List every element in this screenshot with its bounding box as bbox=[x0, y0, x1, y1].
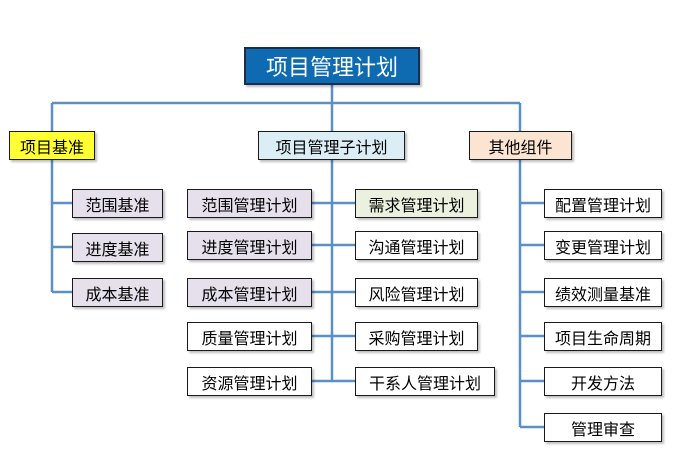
plan-risk-management: 风险管理计划 bbox=[355, 278, 478, 307]
plan-procurement-management: 采购管理计划 bbox=[355, 322, 478, 351]
plan-cost-management: 成本管理计划 bbox=[187, 278, 312, 307]
plan-scope-management: 范围管理计划 bbox=[187, 189, 312, 218]
plan-requirements-management: 需求管理计划 bbox=[355, 189, 478, 218]
plan-stakeholder-management: 干系人管理计划 bbox=[355, 367, 495, 396]
component-change-management: 变更管理计划 bbox=[544, 231, 662, 260]
root-node: 项目管理计划 bbox=[244, 47, 420, 85]
baseline-schedule: 进度基准 bbox=[72, 233, 163, 262]
component-performance-baseline: 绩效测量基准 bbox=[544, 278, 662, 307]
component-management-reviews: 管理审查 bbox=[544, 413, 662, 442]
component-configuration-management: 配置管理计划 bbox=[544, 189, 662, 218]
plan-communications-management: 沟通管理计划 bbox=[355, 231, 478, 260]
header-project-baseline: 项目基准 bbox=[9, 131, 95, 160]
baseline-scope: 范围基准 bbox=[72, 189, 163, 218]
plan-resource-management: 资源管理计划 bbox=[187, 367, 312, 396]
header-other-components: 其他组件 bbox=[469, 131, 572, 160]
baseline-cost: 成本基准 bbox=[72, 278, 163, 307]
component-development-approach: 开发方法 bbox=[544, 367, 662, 396]
component-project-life-cycle: 项目生命周期 bbox=[544, 322, 662, 351]
plan-quality-management: 质量管理计划 bbox=[187, 322, 312, 351]
plan-schedule-management: 进度管理计划 bbox=[187, 231, 312, 260]
header-subsidiary-plans: 项目管理子计划 bbox=[258, 131, 405, 160]
